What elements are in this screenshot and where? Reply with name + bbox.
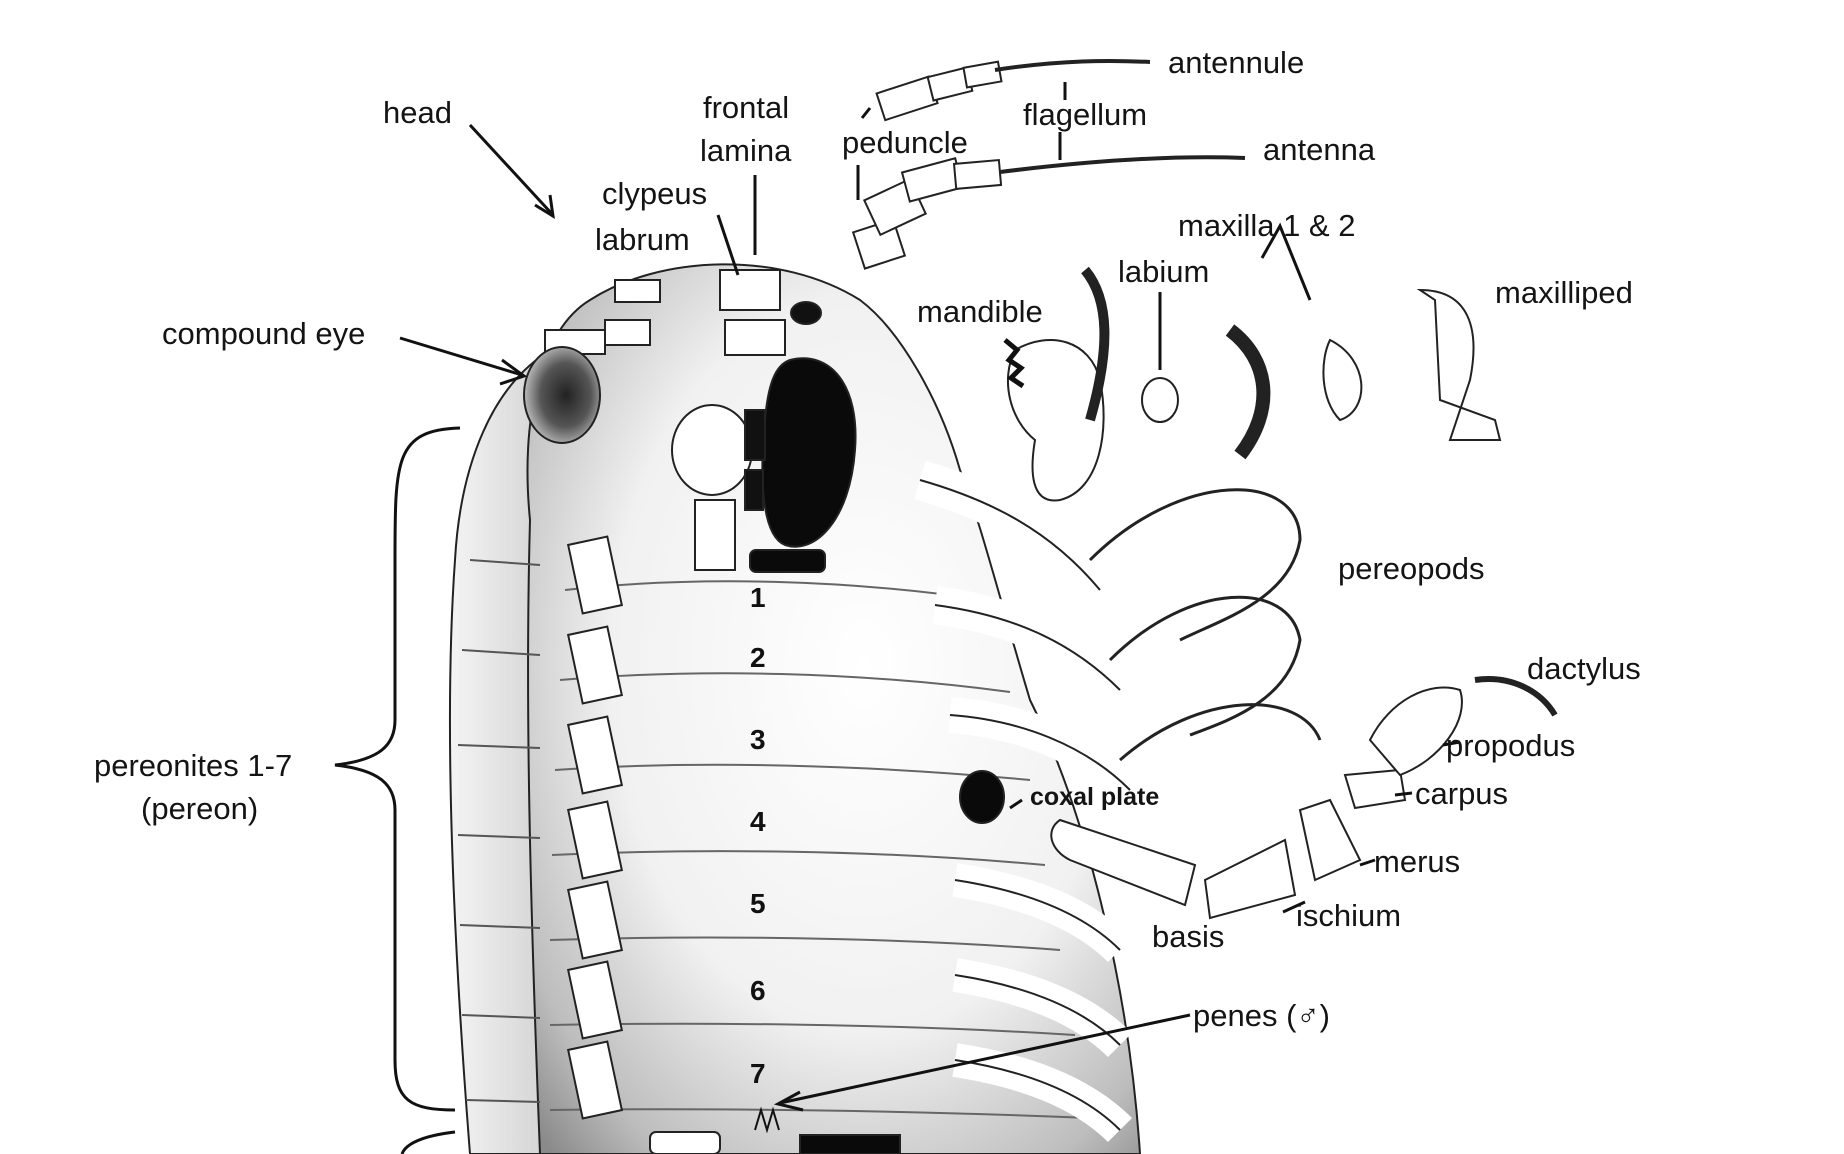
callout-lines bbox=[399, 82, 1461, 1112]
isolated-pereopod bbox=[1050, 676, 1558, 920]
label-maxilliped: maxilliped bbox=[1495, 275, 1633, 310]
basis-shape bbox=[1050, 818, 1197, 907]
label-merus: merus bbox=[1374, 844, 1461, 879]
label-propodus: propodus bbox=[1446, 728, 1576, 763]
label-pereopods: pereopods bbox=[1338, 551, 1485, 586]
label-labium: labium bbox=[1118, 254, 1210, 289]
antenna-shape bbox=[851, 155, 1246, 270]
dactylus-shape bbox=[1474, 676, 1558, 717]
segment-number-3: 3 bbox=[750, 724, 766, 755]
label-peduncle: peduncle bbox=[842, 125, 968, 160]
segment-number-5: 5 bbox=[750, 888, 766, 919]
ischium-shape bbox=[1203, 838, 1297, 920]
label-head: head bbox=[383, 95, 452, 130]
label-pereonites: pereonites 1-7 bbox=[94, 748, 293, 783]
maxilliped-shape bbox=[1416, 288, 1502, 441]
segment-number-6: 6 bbox=[750, 975, 766, 1006]
label-flagellum: flagellum bbox=[1023, 97, 1148, 132]
labium-shape bbox=[1141, 377, 1179, 423]
label-ischium: ischium bbox=[1296, 898, 1402, 933]
maxilla-1-shape bbox=[1225, 324, 1271, 460]
label-clypeus: clypeus bbox=[602, 176, 708, 211]
label-labrum: labrum bbox=[595, 222, 690, 257]
label-penes: penes (♂) bbox=[1193, 998, 1330, 1033]
carpus-shape bbox=[1343, 768, 1407, 810]
label-compound-eye: compound eye bbox=[162, 316, 366, 351]
segment-number-4: 4 bbox=[750, 806, 766, 837]
label-dactylus: dactylus bbox=[1527, 651, 1641, 686]
label-mandible: mandible bbox=[917, 294, 1043, 329]
mandible-shape bbox=[1007, 339, 1105, 502]
label-coxal-plate: coxal plate bbox=[1030, 783, 1160, 811]
segment-number-7: 7 bbox=[750, 1058, 766, 1089]
label-antennule: antennule bbox=[1168, 45, 1305, 80]
label-antenna: antenna bbox=[1263, 132, 1376, 167]
label-lamina: lamina bbox=[700, 133, 792, 168]
label-frontal: frontal bbox=[703, 90, 790, 125]
compound-eye-shape bbox=[523, 346, 601, 444]
label-maxilla: maxilla 1 & 2 bbox=[1178, 208, 1356, 243]
label-basis: basis bbox=[1152, 919, 1225, 954]
pleon-brace bbox=[400, 1130, 456, 1154]
coxal-plate-shape bbox=[959, 770, 1005, 824]
isopod-body bbox=[449, 263, 1322, 1154]
merus-shape bbox=[1298, 798, 1362, 882]
propodus-shape bbox=[1368, 686, 1463, 777]
label-pereon: (pereon) bbox=[141, 791, 259, 826]
antennule-shape bbox=[875, 58, 1151, 122]
segment-number-1: 1 bbox=[750, 582, 766, 613]
label-carpus: carpus bbox=[1415, 776, 1509, 811]
maxilla-2-shape bbox=[1322, 338, 1363, 422]
segment-number-2: 2 bbox=[750, 642, 766, 673]
pereon-brace bbox=[334, 426, 461, 1112]
mouthparts bbox=[1003, 266, 1502, 502]
